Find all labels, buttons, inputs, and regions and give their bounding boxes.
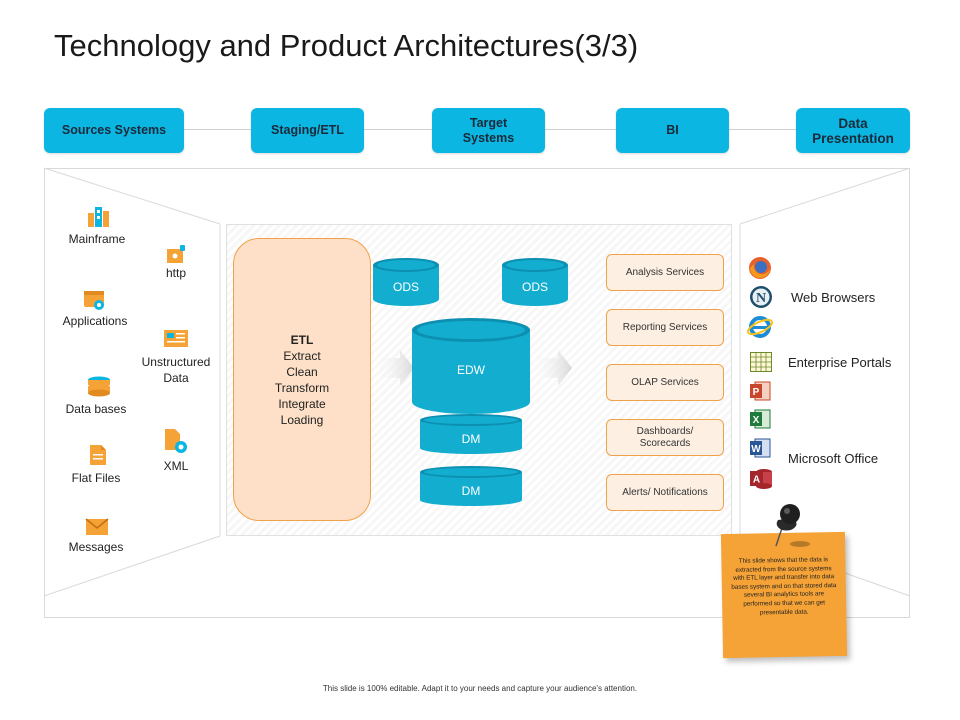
bi-dashboards-scorecards: Dashboards/ Scorecards bbox=[606, 419, 724, 456]
etl-step: Extract bbox=[283, 348, 321, 363]
diagram-frame bbox=[44, 168, 910, 618]
svg-text:A: A bbox=[753, 475, 760, 486]
bi-analysis-services: Analysis Services bbox=[606, 254, 724, 291]
source-xml: XML bbox=[163, 459, 189, 473]
source-unstructured-data: Unstructured Data bbox=[141, 355, 211, 385]
flat-file-icon bbox=[90, 445, 106, 465]
ods-label: ODS bbox=[521, 280, 548, 294]
application-icon bbox=[84, 291, 104, 310]
sticky-note: This slide shows that the data is extrac… bbox=[720, 531, 848, 659]
dm-cylinder-2: DM bbox=[420, 466, 522, 506]
header-data-presentation: Data Presentation bbox=[796, 108, 910, 153]
xml-file-icon bbox=[165, 429, 187, 453]
ods-label: ODS bbox=[392, 280, 419, 294]
source-messages: Messages bbox=[68, 540, 124, 554]
etl-step: Loading bbox=[280, 412, 324, 427]
word-icon: W bbox=[750, 438, 771, 458]
label-web-browsers: Web Browsers bbox=[791, 290, 876, 305]
pushpin-icon bbox=[775, 504, 810, 547]
svg-text:N: N bbox=[756, 291, 766, 306]
http-lock-icon bbox=[167, 245, 185, 263]
arrow-etl-to-edw bbox=[372, 350, 414, 386]
excel-icon: X bbox=[750, 409, 771, 429]
etl-box: ETL Extract Clean Transform Integrate Lo… bbox=[233, 238, 371, 521]
source-flat-files: Flat Files bbox=[71, 471, 121, 485]
svg-text:P: P bbox=[753, 387, 760, 398]
dm-cylinder-1: DM bbox=[420, 414, 522, 454]
powerpoint-icon: P bbox=[750, 381, 771, 401]
etl-step: Integrate bbox=[278, 396, 326, 411]
firefox-icon bbox=[749, 257, 771, 279]
arrow-edw-to-bi bbox=[530, 350, 572, 386]
source-applications: Applications bbox=[62, 314, 128, 328]
database-icon bbox=[88, 376, 110, 397]
dm-label: DM bbox=[461, 432, 481, 446]
header-target-systems: Target Systems bbox=[432, 108, 545, 153]
source-http: http bbox=[165, 266, 186, 280]
etl-step: Transform bbox=[274, 380, 330, 395]
ods-cylinder-2: ODS bbox=[502, 258, 568, 306]
internet-explorer-icon bbox=[747, 316, 773, 338]
building-icon bbox=[88, 207, 109, 227]
portal-grid-icon bbox=[750, 352, 772, 372]
header-staging-etl: Staging/ETL bbox=[251, 108, 364, 153]
edw-cylinder: EDW bbox=[412, 318, 530, 414]
etl-step: Clean bbox=[286, 364, 318, 379]
unstructured-data-icon bbox=[164, 330, 188, 347]
netscape-icon: N bbox=[750, 286, 772, 308]
source-mainframe: Mainframe bbox=[68, 232, 126, 246]
footer-note: This slide is 100% editable. Adapt it to… bbox=[322, 684, 638, 693]
bi-reporting-services: Reporting Services bbox=[606, 309, 724, 346]
etl-title: ETL bbox=[290, 332, 314, 347]
dm-label: DM bbox=[461, 484, 481, 498]
svg-text:X: X bbox=[753, 415, 760, 426]
source-data-bases: Data bases bbox=[65, 402, 127, 416]
label-microsoft-office: Microsoft Office bbox=[788, 451, 879, 466]
sticky-note-text: This slide shows that the data is extrac… bbox=[731, 556, 837, 616]
message-icon bbox=[85, 518, 109, 535]
header-sources-systems: Sources Systems bbox=[44, 108, 184, 153]
bi-olap-services: OLAP Services bbox=[606, 364, 724, 401]
header-bi: BI bbox=[616, 108, 729, 153]
edw-label: EDW bbox=[457, 363, 485, 377]
bi-alerts-notifications: Alerts/ Notifications bbox=[606, 474, 724, 511]
page-title: Technology and Product Architectures(3/3… bbox=[54, 28, 639, 63]
ods-cylinder-1: ODS bbox=[373, 258, 439, 306]
label-enterprise-portals: Enterprise Portals bbox=[788, 355, 892, 370]
svg-text:W: W bbox=[751, 444, 761, 455]
access-icon: A bbox=[750, 469, 772, 489]
